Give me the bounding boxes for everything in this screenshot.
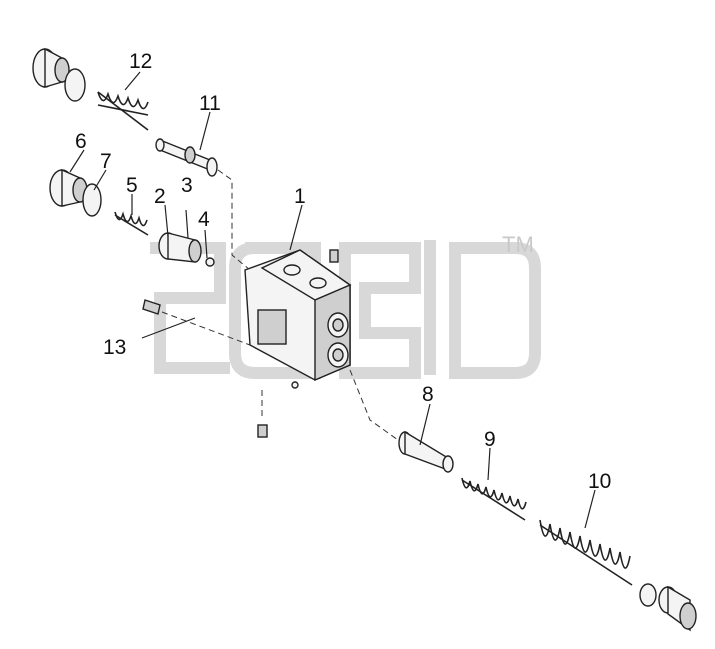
part-10-spring [539, 519, 633, 586]
set-screw-bottom [257, 424, 268, 438]
callout-5: 5 [126, 174, 138, 197]
callout-12: 12 [129, 50, 152, 73]
part-3-pin [185, 209, 189, 239]
part-7-o-ring [82, 183, 102, 217]
assembly-line-13 [161, 311, 251, 346]
end-plug [658, 585, 697, 632]
leader-lines [69, 71, 596, 529]
part-5-spring [114, 211, 149, 236]
part-12-o-ring [64, 68, 86, 102]
part-13-set-screw [142, 299, 161, 315]
callout-7: 7 [100, 150, 112, 173]
part-12-plug [32, 47, 70, 88]
assembly-line-8 [349, 369, 399, 441]
part-6-plug [49, 168, 88, 207]
callout-10: 10 [588, 470, 611, 493]
callout-1: 1 [294, 185, 306, 208]
part-1-valve-body [244, 249, 352, 389]
part-4-ball [205, 257, 215, 267]
callout-9: 9 [484, 428, 496, 451]
callout-3: 3 [181, 174, 193, 197]
callout-labels: 12 11 6 7 5 2 3 4 1 13 8 9 10 [75, 50, 611, 493]
part-2-poppet [158, 232, 202, 263]
set-screw-top [329, 249, 339, 263]
callout-2: 2 [154, 185, 166, 208]
watermark-logo [150, 240, 541, 379]
watermark-trademark: TM [502, 232, 534, 257]
part-12-spring [97, 91, 149, 131]
part-8-spool [398, 430, 454, 473]
part-11-spool [155, 138, 218, 177]
callout-4: 4 [198, 208, 210, 231]
part-9-spring [461, 477, 527, 521]
end-washer [639, 583, 657, 607]
callout-11: 11 [199, 92, 221, 115]
callout-13: 13 [103, 336, 126, 359]
callout-6: 6 [75, 130, 87, 153]
callout-8: 8 [422, 383, 434, 406]
assembly-line-11 [217, 169, 251, 271]
